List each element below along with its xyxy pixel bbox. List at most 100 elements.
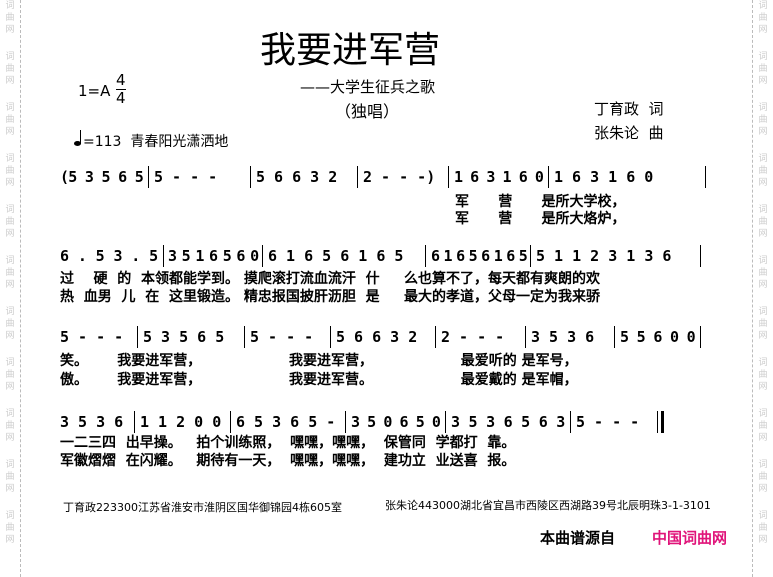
barline — [445, 411, 446, 433]
watermark-char: 词 — [5, 52, 15, 62]
watermark-char: 曲 — [5, 472, 15, 482]
watermark-char: 曲 — [758, 472, 768, 482]
watermark-char: 曲 — [758, 13, 768, 23]
watermark-char: 曲 — [758, 523, 768, 533]
watermark-char: 曲 — [758, 370, 768, 380]
barline — [425, 245, 426, 267]
measure: 6 1 6 5 6 1 6 5 — [268, 247, 404, 265]
watermark-char: 词 — [5, 103, 15, 113]
lyric-line: 军徽熠熠 在闪耀。 期待有一天， 嘿嘿，嘿嘿， 建功立 业送喜 报。 — [60, 453, 516, 469]
performance-type: （独唱） — [335, 102, 400, 121]
barline — [705, 166, 706, 188]
measure: 5 3 5 6 5 — [143, 328, 225, 346]
measure: 3 5 3 6 5 6 3 — [451, 413, 566, 431]
watermark-char: 网 — [758, 484, 768, 494]
measure: 5 - - - — [576, 413, 640, 431]
watermark-char: 词 — [5, 256, 15, 266]
watermark-char: 词 — [5, 154, 15, 164]
watermark-char: 网 — [5, 535, 15, 545]
watermark-char: 曲 — [5, 64, 15, 74]
watermark-right: 词曲网词曲网词曲网词曲网词曲网词曲网词曲网词曲网词曲网词曲网词曲网 — [752, 0, 773, 577]
lyric-line: 傲。 我要进军营， 我要进军营。 最爱戴的 是军帽， — [60, 372, 578, 388]
watermark-char: 词 — [5, 409, 15, 419]
watermark-char: 网 — [5, 280, 15, 290]
measure: 2 - - - — [441, 328, 505, 346]
watermark-char: 曲 — [758, 421, 768, 431]
watermark-char: 曲 — [5, 319, 15, 329]
watermark-char: 词 — [758, 103, 768, 113]
watermark-char: 词 — [5, 1, 15, 11]
watermark-char: 网 — [758, 178, 768, 188]
measure: 5 6 6 3 2 — [336, 328, 418, 346]
watermark-char: 网 — [758, 535, 768, 545]
measure: 5 5 6 0 0 — [620, 328, 696, 346]
subtitle: ——大学生征兵之歌 — [300, 78, 436, 96]
expression-text: 青春阳光潇洒地 — [130, 134, 229, 150]
watermark-char: 曲 — [758, 268, 768, 278]
watermark-char: 曲 — [5, 523, 15, 533]
barline — [357, 166, 358, 188]
key-signature: 1=A — [78, 82, 111, 100]
barline — [134, 411, 135, 433]
measure: (5 3 5 6 5 — [60, 168, 144, 186]
watermark-char: 曲 — [5, 421, 15, 431]
barline — [700, 326, 701, 348]
watermark-char: 曲 — [5, 370, 15, 380]
watermark-char: 网 — [5, 76, 15, 86]
time-top: 4 — [116, 71, 126, 90]
watermark-char: 网 — [758, 229, 768, 239]
barline — [137, 326, 138, 348]
lyric-line: 过 硬 的 本领都能学到。 摸爬滚打流血流汗 什 么也算不了，每天都有爽朗的欢 — [60, 271, 600, 287]
watermark-char: 词 — [5, 358, 15, 368]
measure: 5 1 1 2 3 1 3 6 — [536, 247, 672, 265]
quarter-note-icon — [74, 130, 81, 146]
lyric-line: 军 营 是所大学校， — [455, 194, 626, 210]
watermark-char: 词 — [5, 205, 15, 215]
barline — [548, 166, 549, 188]
barline — [163, 245, 164, 267]
time-signature: 4 4 — [116, 72, 126, 107]
tempo-value: =113 — [83, 134, 122, 150]
barline — [330, 326, 331, 348]
watermark-char: 网 — [758, 127, 768, 137]
watermark-char: 词 — [758, 52, 768, 62]
watermark-char: 词 — [758, 511, 768, 521]
barline — [570, 411, 571, 433]
watermark-char: 词 — [758, 358, 768, 368]
barline — [230, 411, 231, 433]
watermark-char: 网 — [5, 433, 15, 443]
watermark-char: 曲 — [758, 115, 768, 125]
final-barline — [657, 411, 658, 433]
song-title: 我要进军营 — [260, 30, 441, 71]
measure: 5 - - - — [154, 168, 218, 186]
watermark-char: 网 — [5, 382, 15, 392]
lyric-line: 军 营 是所大烙炉， — [455, 211, 626, 227]
lyric-line: 热 血男 儿 在 这里锻造。 精忠报国披肝沥胆 是 最大的孝道，父母一定为我来骄 — [60, 289, 600, 305]
watermark-char: 曲 — [758, 64, 768, 74]
measure: 3 5 3 6 — [60, 413, 124, 431]
barline — [250, 166, 251, 188]
source-label: 本曲谱源自 — [540, 529, 616, 547]
watermark-char: 词 — [5, 307, 15, 317]
measure: 3 5 3 6 — [531, 328, 595, 346]
composer-address: 张朱论443000湖北省宜昌市西陵区西湖路39号北辰明珠3-1-3101 — [385, 499, 711, 512]
barline — [345, 411, 346, 433]
measure: 2 - - -) — [363, 168, 436, 186]
measure: 5 - - - — [250, 328, 314, 346]
watermark-char: 网 — [5, 127, 15, 137]
watermark-char: 词 — [758, 154, 768, 164]
watermark-char: 网 — [758, 25, 768, 35]
barline — [148, 166, 149, 188]
watermark-char: 曲 — [758, 217, 768, 227]
tempo-marking: =113 青春阳光潇洒地 — [74, 130, 229, 151]
watermark-char: 曲 — [5, 268, 15, 278]
barline — [530, 245, 531, 267]
watermark-char: 词 — [758, 1, 768, 11]
barline — [448, 166, 449, 188]
measure: 1 6 3 1 6 0 — [454, 168, 544, 186]
final-barline — [661, 411, 664, 433]
source-site-link[interactable]: 中国词曲网 — [652, 529, 728, 547]
watermark-char: 词 — [758, 460, 768, 470]
measure: 1 6 3 1 6 0 — [554, 168, 654, 186]
